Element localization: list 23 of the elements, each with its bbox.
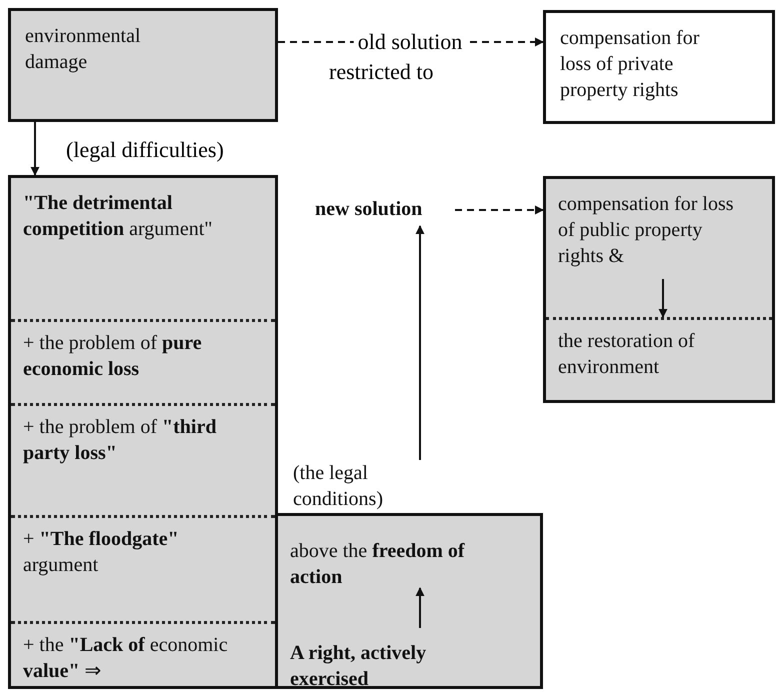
row-text: above the freedom of action [278, 526, 540, 588]
row-text: compensation for loss of public property rights & [546, 179, 772, 279]
row-text: + the problem of pure economic loss [11, 319, 275, 403]
arrow [30, 122, 40, 176]
arrow [658, 279, 668, 318]
text-box [543, 10, 775, 124]
arrow [416, 587, 424, 628]
node-label: new solution [315, 196, 455, 226]
panel-box [8, 175, 278, 689]
text-box [8, 8, 278, 122]
node-label: (the legal conditions) [293, 460, 433, 514]
note-text: restricted to [328, 58, 434, 86]
row-text: the restoration of environment [546, 317, 772, 400]
panel-box [275, 513, 543, 689]
box-text: compensation for loss of private property rights [560, 26, 700, 103]
box-text: environmental damage [25, 24, 142, 75]
edge-label: (legal difficulties) [65, 136, 225, 164]
row-text: "The detrimental competition argument" [11, 178, 275, 319]
arrow [416, 225, 424, 460]
arrow [455, 206, 544, 214]
row-text: A right, actively exercised [278, 628, 540, 686]
panel-box [543, 176, 775, 403]
row-text: + the problem of "third party loss" [11, 403, 275, 515]
